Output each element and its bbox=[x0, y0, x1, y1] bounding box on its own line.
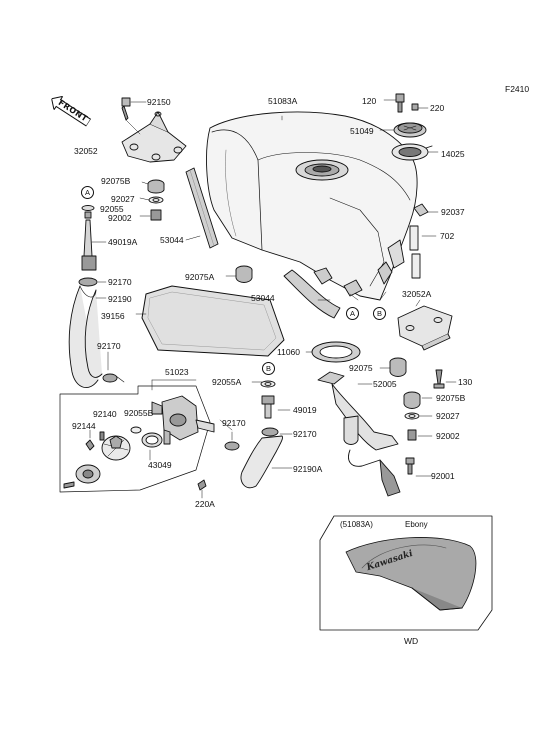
damper-92075 bbox=[389, 357, 407, 377]
cap-parts bbox=[391, 93, 433, 161]
hose-92190a bbox=[240, 435, 283, 489]
callout-b-tank: B bbox=[373, 307, 386, 320]
bolt-92150 bbox=[121, 97, 131, 121]
label-92002-top: 92002 bbox=[108, 213, 132, 223]
hose-92190 bbox=[68, 277, 103, 388]
variant-part-ref: (51083A) bbox=[340, 520, 373, 529]
label-120: 120 bbox=[362, 96, 377, 106]
bracket-32052a bbox=[397, 305, 453, 351]
label-53044-mid: 53044 bbox=[251, 293, 275, 303]
gasket-11060 bbox=[311, 341, 361, 363]
tap-49019a bbox=[81, 205, 97, 271]
bolt-130 bbox=[435, 369, 443, 385]
figure-code: F2410 bbox=[505, 84, 530, 94]
front-arrow-icon bbox=[51, 95, 92, 127]
label-49019: 49019 bbox=[293, 405, 317, 415]
fuel-tank bbox=[206, 111, 418, 301]
label-53044-left: 53044 bbox=[160, 235, 184, 245]
front-direction-marker: FRONT bbox=[47, 92, 93, 129]
label-92140: 92140 bbox=[93, 409, 117, 419]
label-220a: 220A bbox=[195, 499, 215, 509]
label-92170-upper: 92170 bbox=[108, 277, 132, 287]
rubber-strip-mid bbox=[283, 269, 341, 319]
callout-a-left: A bbox=[81, 186, 94, 199]
label-51023: 51023 bbox=[165, 367, 189, 377]
label-32052a: 32052A bbox=[402, 289, 432, 299]
center-small-parts bbox=[260, 380, 279, 437]
label-49019a: 49019A bbox=[108, 237, 138, 247]
label-11060: 11060 bbox=[277, 347, 301, 357]
label-14025: 14025 bbox=[441, 149, 465, 159]
fuel-cock-51023 bbox=[151, 395, 215, 445]
bolt-92001 bbox=[405, 457, 415, 465]
damper-stack-left bbox=[147, 179, 165, 221]
variant-model-code: WD bbox=[404, 636, 419, 646]
o-ring-43049 bbox=[141, 432, 163, 448]
label-92002-right: 92002 bbox=[436, 431, 460, 441]
label-92075: 92075 bbox=[349, 363, 373, 373]
label-92075a: 92075A bbox=[185, 272, 215, 282]
variant-color: Ebony bbox=[405, 520, 428, 529]
spring-92144 bbox=[85, 439, 95, 451]
label-32052: 32052 bbox=[74, 146, 98, 156]
label-92170-mid: 92170 bbox=[222, 418, 246, 428]
clamp-92170-left bbox=[102, 373, 125, 383]
label-92037: 92037 bbox=[441, 207, 465, 217]
diaphragm-plate bbox=[101, 435, 131, 461]
variant-box bbox=[319, 515, 493, 631]
label-51083a: 51083A bbox=[268, 96, 298, 106]
clamp-92170-lower bbox=[224, 441, 240, 451]
label-92027-right: 92027 bbox=[436, 411, 460, 421]
label-92055b: 92055B bbox=[124, 408, 154, 418]
label-92055a: 92055A bbox=[212, 377, 242, 387]
callout-a-tank: A bbox=[346, 307, 359, 320]
label-92150: 92150 bbox=[147, 97, 171, 107]
label-43049: 43049 bbox=[148, 460, 172, 470]
label-92170-lower: 92170 bbox=[293, 429, 317, 439]
label-51049: 51049 bbox=[350, 126, 374, 136]
label-702: 702 bbox=[440, 231, 455, 241]
breather-tube-702 bbox=[409, 225, 421, 279]
label-220: 220 bbox=[430, 103, 445, 113]
damper-stack-right bbox=[403, 391, 421, 441]
label-92144: 92144 bbox=[72, 421, 96, 431]
label-92075b-right: 92075B bbox=[436, 393, 466, 403]
rubber-pad-39156 bbox=[141, 285, 285, 357]
callout-b-center: B bbox=[262, 362, 275, 375]
screw-220a bbox=[197, 479, 207, 491]
bracket-32052 bbox=[121, 111, 187, 163]
o-ring-92055b bbox=[130, 426, 142, 434]
fuel-pump-52005 bbox=[317, 371, 401, 497]
label-92190: 92190 bbox=[108, 294, 132, 304]
label-92190a: 92190A bbox=[293, 464, 323, 474]
label-92075b-top: 92075B bbox=[101, 176, 131, 186]
cock-lever bbox=[63, 464, 101, 489]
damper-92075a bbox=[235, 265, 253, 283]
label-39156: 39156 bbox=[101, 311, 125, 321]
label-92001: 92001 bbox=[431, 471, 455, 481]
label-52005: 52005 bbox=[373, 379, 397, 389]
label-130: 130 bbox=[458, 377, 473, 387]
label-92170-left: 92170 bbox=[97, 341, 121, 351]
clip-92037 bbox=[413, 203, 429, 217]
cock-assembly-frame bbox=[59, 385, 211, 493]
label-92027-top: 92027 bbox=[111, 194, 135, 204]
label-92055-top: 92055 bbox=[100, 204, 124, 214]
